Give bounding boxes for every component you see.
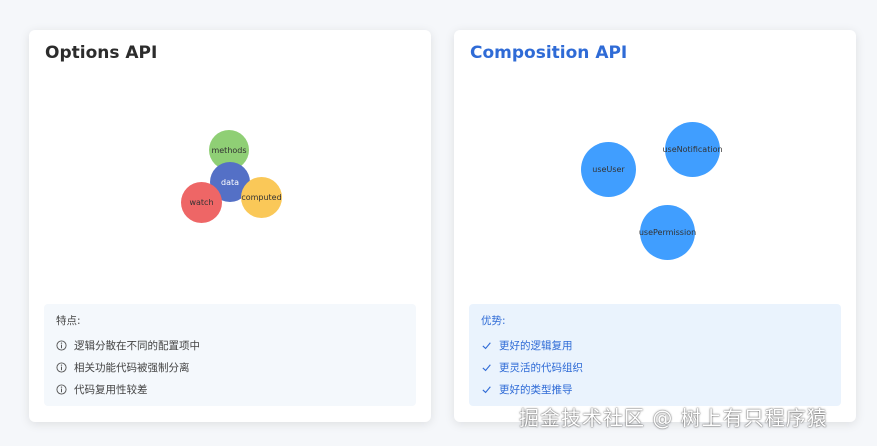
composition-api-diagram: useUser useNotification usePermission: [454, 90, 856, 315]
list-item: 相关功能代码被强制分离: [56, 356, 404, 378]
node-watch: watch: [181, 182, 222, 223]
options-api-title: Options API: [45, 43, 158, 63]
list-item-text: 更好的逻辑复用: [499, 339, 573, 352]
check-icon: [481, 340, 492, 351]
list-item-text: 更好的类型推导: [499, 383, 573, 396]
node-usenotification: useNotification: [662, 122, 723, 177]
check-icon: [481, 362, 492, 373]
options-api-diagram: methods data watch computed: [29, 90, 431, 315]
list-item-text: 逻辑分散在不同的配置项中: [74, 339, 200, 352]
list-item-text: 相关功能代码被强制分离: [74, 361, 190, 374]
advantages-list: 更好的逻辑复用 更灵活的代码组织 更好的类型推导: [481, 334, 829, 400]
list-item: 更好的逻辑复用: [481, 334, 829, 356]
node-useuser: useUser: [581, 142, 636, 197]
advantages-title: 优势:: [481, 315, 506, 327]
list-item-text: 代码复用性较差: [74, 383, 148, 396]
node-computed: computed: [241, 177, 282, 218]
features-list: 逻辑分散在不同的配置项中 相关功能代码被强制分离 代码复用性较差: [56, 334, 404, 400]
features-title: 特点:: [56, 315, 81, 327]
node-usepermission: usePermission: [639, 205, 696, 260]
list-item: 更灵活的代码组织: [481, 356, 829, 378]
list-item: 代码复用性较差: [56, 378, 404, 400]
list-item-text: 更灵活的代码组织: [499, 361, 583, 374]
composition-api-title: Composition API: [470, 43, 628, 63]
watermark: 掘金技术社区 @ 树上有只程序猿: [519, 406, 828, 430]
options-api-card: Options API methods data watch computed …: [29, 30, 431, 422]
info-circle-icon: [56, 383, 67, 395]
composition-api-card: Composition API useUser useNotification …: [454, 30, 856, 422]
info-circle-icon: [56, 361, 67, 373]
options-api-features: 特点: 逻辑分散在不同的配置项中 相关功能代码被强制分离 代码复用性较差: [44, 304, 416, 406]
list-item: 更好的类型推导: [481, 378, 829, 400]
info-circle-icon: [56, 339, 67, 351]
list-item: 逻辑分散在不同的配置项中: [56, 334, 404, 356]
composition-api-advantages: 优势: 更好的逻辑复用 更灵活的代码组织 更好的类型推导: [469, 304, 841, 406]
check-icon: [481, 384, 492, 395]
